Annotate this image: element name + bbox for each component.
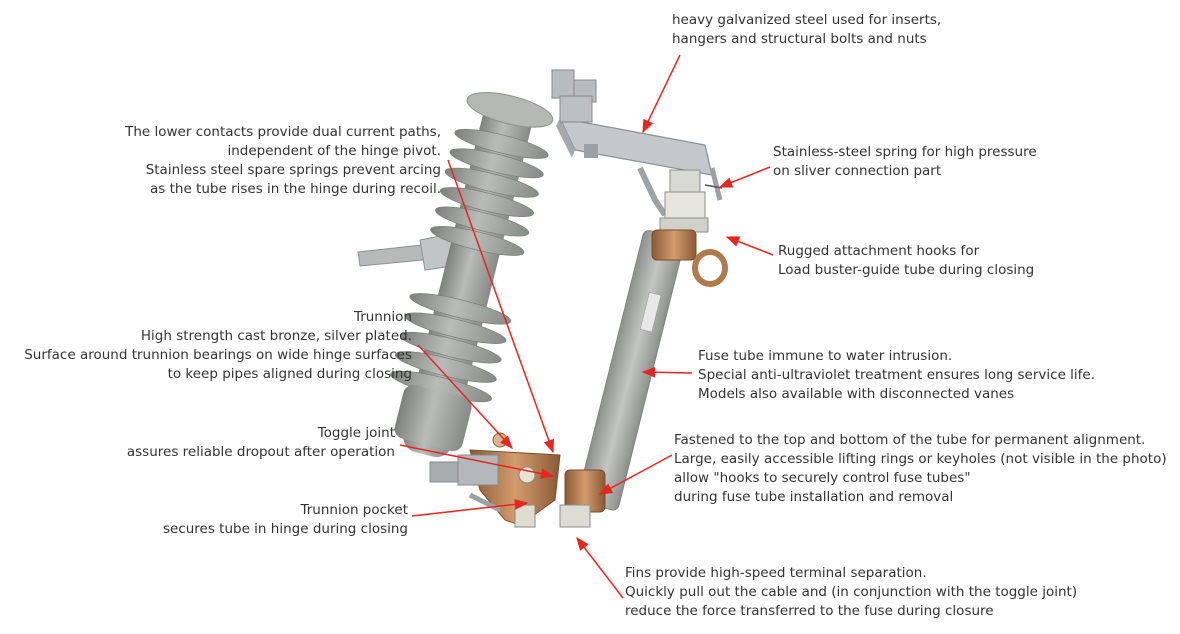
insulator-shed bbox=[435, 206, 530, 237]
label-line: assures reliable dropout after operation bbox=[126, 444, 395, 460]
fuse-tube bbox=[577, 230, 685, 511]
insulator-shed bbox=[454, 128, 549, 159]
callout-arrow bbox=[576, 536, 624, 599]
callout-arrow bbox=[718, 166, 771, 188]
callout-arrow bbox=[417, 344, 513, 449]
callout-arrows bbox=[399, 54, 774, 599]
label-line: Fins provide high-speed terminal separat… bbox=[625, 565, 927, 581]
label-line: on sliver connection part bbox=[773, 163, 942, 179]
label-line: to keep pipes aligned during closing bbox=[167, 366, 412, 382]
insulator-shed bbox=[409, 293, 512, 325]
label-line: Load buster-guide tube during closing bbox=[778, 262, 1035, 278]
label-line: heavy galvanized steel used for inserts, bbox=[672, 12, 942, 28]
label-toggle-joint: Toggle joint assures reliable dropout af… bbox=[127, 424, 395, 462]
label-line: Quickly pull out the cable and (in conju… bbox=[625, 584, 1078, 600]
label-line: hangers and structural bolts and nuts bbox=[672, 31, 927, 47]
label-fins: Fins provide high-speed terminal separat… bbox=[625, 564, 1077, 621]
label-line: The lower contacts provide dual current … bbox=[125, 124, 441, 140]
upper-ferrule bbox=[651, 229, 728, 287]
label-line: Stainless steel spare springs prevent ar… bbox=[145, 162, 441, 178]
callout-arrow bbox=[411, 498, 529, 517]
insulator-shed bbox=[439, 187, 534, 218]
label-line: Trunnion pocket bbox=[300, 502, 408, 518]
callout-arrow bbox=[447, 159, 554, 454]
label-line: Toggle joint bbox=[317, 425, 395, 441]
lower-hinge bbox=[429, 432, 606, 528]
callout-arrow bbox=[641, 366, 693, 378]
label-fuse-tube: Fuse tube immune to water intrusion. Spe… bbox=[698, 347, 1095, 404]
label-line: Large, easily accessible lifting rings o… bbox=[674, 451, 1167, 467]
label-line: independent of the hinge pivot. bbox=[227, 143, 441, 159]
label-line: Fuse tube immune to water intrusion. bbox=[698, 348, 953, 364]
label-line: Special anti-ultraviolet treatment ensur… bbox=[698, 367, 1096, 383]
label-line: Models also available with disconnected … bbox=[698, 386, 1015, 402]
callout-arrow bbox=[642, 54, 681, 134]
label-line: Fastened to the top and bottom of the tu… bbox=[674, 432, 1146, 448]
callout-arrow bbox=[598, 454, 673, 495]
label-line: Trunnion bbox=[353, 309, 412, 325]
label-line: as the tube rises in the hinge during re… bbox=[150, 181, 441, 197]
label-line: Rugged attachment hooks for bbox=[778, 243, 980, 259]
label-line: reduce the force transferred to the fuse… bbox=[625, 603, 994, 619]
callout-arrow bbox=[399, 444, 555, 479]
label-line: High strength cast bronze, silver plated… bbox=[140, 328, 412, 344]
label-line: allow "hooks to securely control fuse tu… bbox=[674, 470, 971, 486]
label-trunnion-pocket: Trunnion pocket secures tube in hinge du… bbox=[163, 501, 408, 539]
label-galvanized-steel: heavy galvanized steel used for inserts,… bbox=[672, 11, 941, 49]
label-line: Stainless-steel spring for high pressure bbox=[773, 144, 1037, 160]
label-lower-contacts: The lower contacts provide dual current … bbox=[125, 123, 441, 199]
label-fastened-alignment: Fastened to the top and bottom of the tu… bbox=[674, 431, 1167, 507]
insulator-shed bbox=[449, 148, 544, 179]
insulator-shed bbox=[394, 351, 497, 383]
label-trunnion: Trunnion High strength cast bronze, silv… bbox=[24, 308, 412, 384]
label-attachment-hooks: Rugged attachment hooks for Load buster-… bbox=[778, 242, 1034, 280]
callout-arrow bbox=[725, 236, 774, 256]
insulator-shed bbox=[444, 167, 539, 198]
label-line: Surface around trunnion bearings on wide… bbox=[24, 347, 412, 363]
label-line: during fuse tube installation and remova… bbox=[674, 489, 954, 505]
label-stainless-spring: Stainless-steel spring for high pressure… bbox=[773, 143, 1037, 181]
top-steel-bracket bbox=[551, 69, 723, 217]
label-line: secures tube in hinge during closing bbox=[162, 521, 408, 537]
insulator-shed bbox=[404, 312, 507, 344]
insulator-shed bbox=[399, 331, 502, 364]
upper-contact bbox=[659, 169, 723, 233]
